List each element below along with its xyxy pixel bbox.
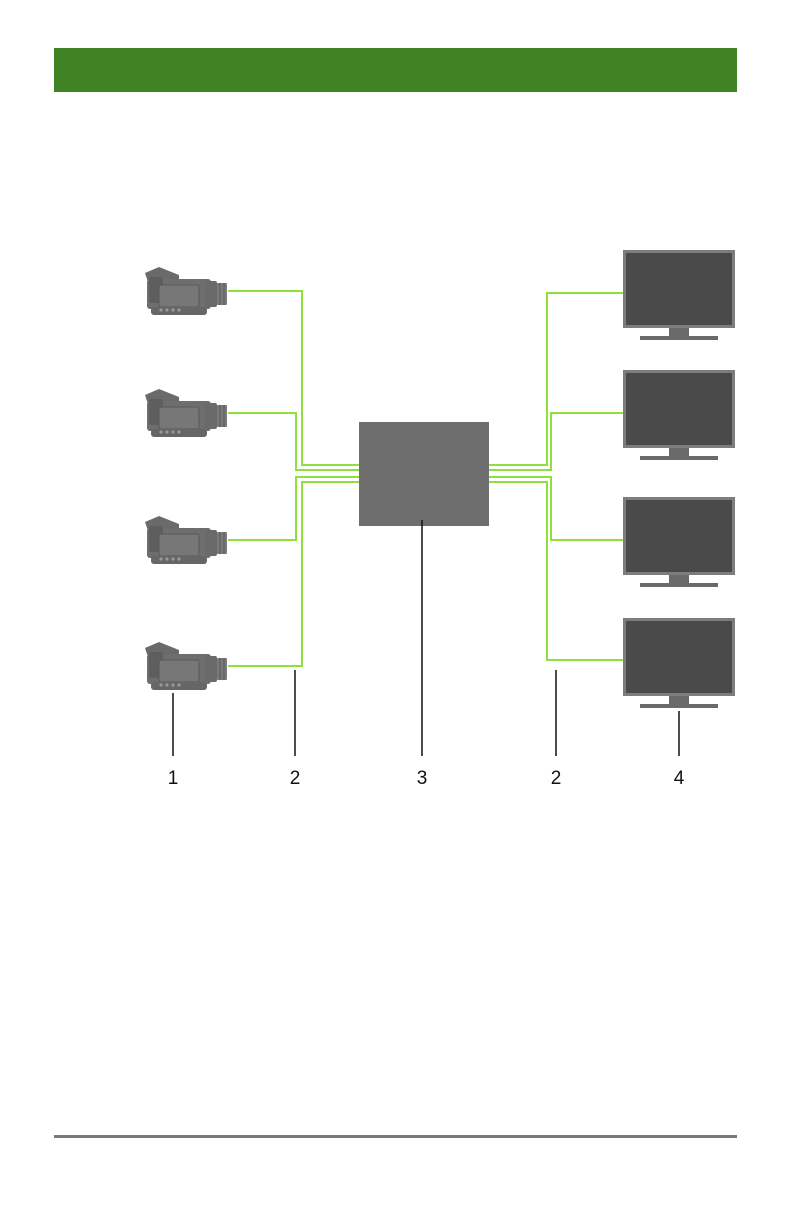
monitor-icon: [623, 618, 735, 708]
camera-icon: [145, 389, 227, 437]
camera-icon: [145, 642, 227, 690]
callout-3: 3: [417, 768, 428, 789]
cable-camera-3: [228, 477, 359, 540]
monitor-icon: [623, 497, 735, 587]
camera-icon: [145, 267, 227, 315]
camera-icon: [145, 516, 227, 564]
switcher-box: [359, 422, 489, 526]
cable-monitor-2: [488, 413, 624, 470]
callout-4: 4: [674, 768, 685, 789]
cable-camera-1: [228, 291, 359, 465]
monitor-icon: [623, 370, 735, 460]
callout-2-right: 2: [551, 768, 562, 789]
cable-camera-2: [228, 413, 359, 470]
monitor-icon: [623, 250, 735, 340]
cable-monitor-4: [488, 482, 624, 660]
cable-monitor-3: [488, 477, 624, 540]
cable-monitor-1: [488, 293, 624, 465]
footer-rule: [54, 1135, 737, 1138]
cable-camera-4: [228, 482, 359, 666]
callout-1: 1: [168, 768, 179, 789]
callout-2-left: 2: [290, 768, 301, 789]
